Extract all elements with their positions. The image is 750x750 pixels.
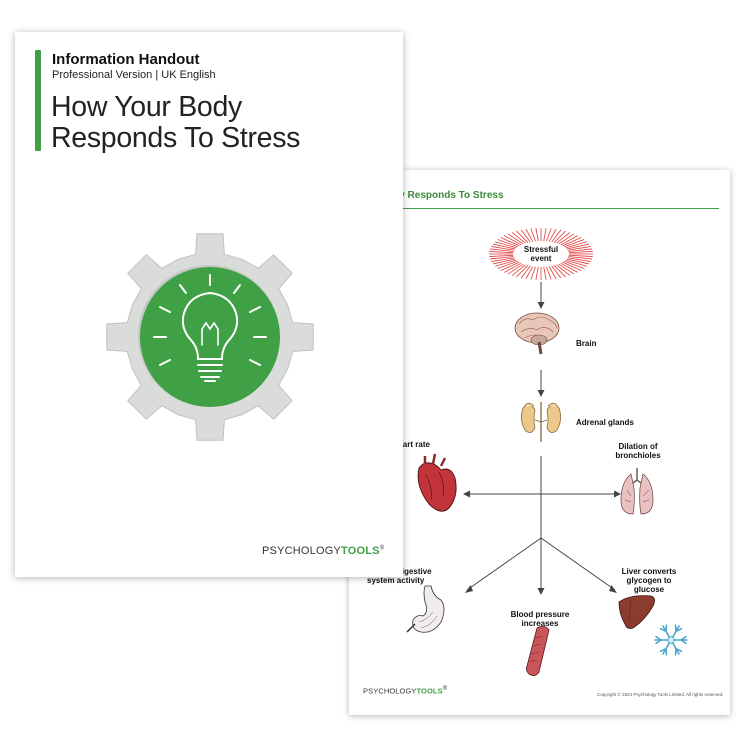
blood-pressure-label: Blood pressure increases [511, 610, 570, 628]
stressful-event-line2: event [524, 254, 558, 263]
brand-bold: TOOLS [341, 545, 380, 557]
liver-label: Liver converts glycogen to glucose [622, 567, 677, 594]
bronchioles-label: Dilation of bronchioles [615, 442, 660, 460]
glucose-crystal-icon [655, 625, 687, 654]
brand-plain: PSYCHOLOGY [363, 687, 417, 696]
lungs-icon [621, 468, 653, 514]
diagram-page-brand-logo: PSYCHOLOGYTOOLS® [363, 686, 447, 696]
cover-page: Information Handout Professional Version… [15, 32, 403, 577]
lightbulb-in-gear-icon [100, 227, 320, 447]
diagram-page: ur Body Responds To Stress [349, 170, 730, 715]
brand-mark: ® [380, 545, 385, 551]
brain-label: Brain [576, 339, 596, 348]
accent-bar [35, 50, 41, 151]
brand-bold: TOOLS [417, 687, 443, 696]
liver-icon [619, 596, 655, 629]
liver-line1: Liver converts [622, 567, 677, 576]
brand-plain: PSYCHOLOGY [262, 545, 341, 557]
copyright-notice: Copyright © 2024 Psychology Tools Limite… [597, 692, 723, 697]
document-version: Professional Version | UK English [52, 69, 216, 81]
cover-title-line2: Responds To Stress [51, 123, 300, 154]
arrow-to-liver [541, 538, 615, 590]
blood-pressure-line2: increases [511, 619, 570, 628]
liver-line3: glucose [622, 585, 677, 594]
cover-title: How Your Body Responds To Stress [51, 92, 300, 154]
bronchioles-line2: bronchioles [615, 451, 660, 460]
heart-icon [418, 454, 456, 511]
cover-title-line1: How Your Body [51, 92, 300, 123]
digestive-line2: system activity [360, 576, 432, 585]
brand-mark: ® [443, 686, 448, 692]
stomach-icon [407, 586, 444, 632]
blood-vessel-icon [526, 626, 549, 675]
adrenal-glands-icon [521, 402, 560, 442]
bronchioles-line1: Dilation of [615, 442, 660, 451]
stressful-event-label: Stressful event [524, 245, 558, 263]
arrow-to-digestive [467, 538, 541, 590]
stressful-event-line1: Stressful [524, 245, 558, 254]
brain-icon [515, 313, 559, 354]
liver-line2: glycogen to [622, 576, 677, 585]
document-type: Information Handout [52, 51, 199, 68]
adrenal-glands-label: Adrenal glands [576, 418, 634, 427]
cover-brand-logo: PSYCHOLOGYTOOLS® [262, 545, 384, 557]
blood-pressure-line1: Blood pressure [511, 610, 570, 619]
